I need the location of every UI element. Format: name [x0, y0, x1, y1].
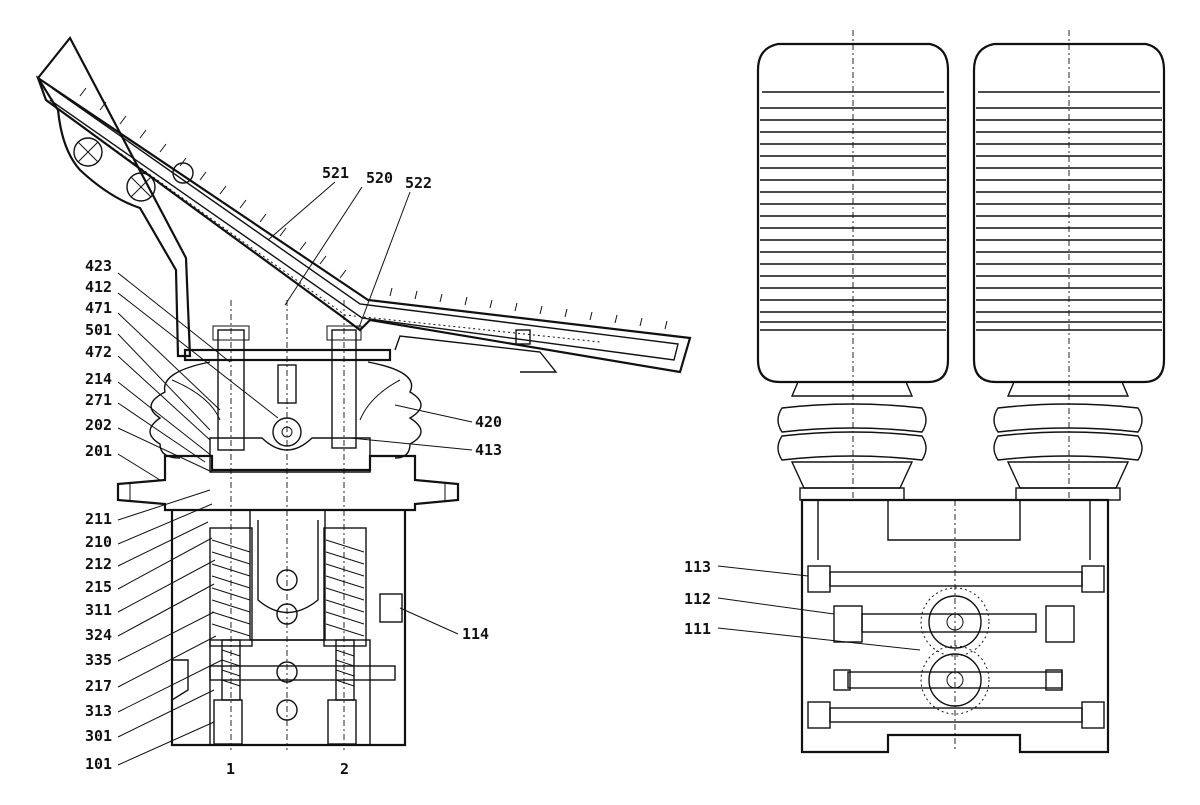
callout-217: 217 [85, 677, 112, 695]
callout-271: 271 [85, 391, 112, 409]
port-label-1: 1 [226, 760, 235, 778]
pedal-plate [35, 75, 692, 374]
body-port-2 [276, 603, 298, 625]
rubber-boot-left [149, 361, 211, 459]
cam-plate [209, 437, 371, 473]
front-view: 113 112 111 [684, 30, 1166, 754]
tie-rod-112 [833, 605, 1075, 643]
callout-labels-right: 113 112 111 [684, 558, 711, 638]
callout-520: 520 [366, 169, 393, 187]
body-block-lower [209, 639, 371, 746]
callout-215: 215 [85, 578, 112, 596]
callout-472: 472 [85, 343, 112, 361]
callout-labels-left: 521 520 522 423 412 471 501 472 214 271 … [85, 164, 502, 778]
bracket-hole-1 [73, 137, 103, 167]
tie-rod-113 [807, 565, 1105, 593]
section-view: 521 520 522 423 412 471 501 472 214 271 … [35, 36, 692, 778]
body-port-4 [276, 699, 298, 721]
gears-111 [833, 587, 1063, 715]
body-port-3 [276, 661, 298, 683]
callout-114: 114 [462, 625, 489, 643]
pedal-teeth [79, 87, 668, 330]
port-label-2: 2 [340, 760, 349, 778]
callout-324: 324 [85, 626, 112, 644]
body-port-1 [276, 569, 298, 591]
tie-rod-lower [807, 701, 1105, 729]
top-plate [183, 348, 392, 362]
callout-335: 335 [85, 651, 112, 669]
callout-522: 522 [405, 174, 432, 192]
callout-412: 412 [85, 278, 112, 296]
callout-201: 201 [85, 442, 112, 460]
leaders-left [117, 181, 473, 766]
callout-471: 471 [85, 299, 112, 317]
callout-301: 301 [85, 727, 112, 745]
callout-101: 101 [85, 755, 112, 773]
pedal-pad-1 [756, 30, 950, 500]
callout-413: 413 [475, 441, 502, 459]
callout-113: 113 [684, 558, 711, 576]
callout-202: 202 [85, 416, 112, 434]
callout-211: 211 [85, 510, 112, 528]
pedal-inner-slot [49, 87, 679, 361]
base-body [800, 498, 1110, 754]
callout-501: 501 [85, 321, 112, 339]
side-fitting-114 [379, 593, 403, 623]
cross-tube [209, 665, 396, 681]
callout-111: 111 [684, 620, 711, 638]
spool-stack-2 [323, 527, 367, 745]
callout-311: 311 [85, 601, 112, 619]
callout-214: 214 [85, 370, 112, 388]
bellows-2 [993, 381, 1143, 501]
mounting-flange [116, 454, 460, 512]
callout-212: 212 [85, 555, 112, 573]
bracket-hole-2 [126, 172, 156, 202]
rubber-boot-right [367, 361, 422, 459]
callout-420: 420 [475, 413, 502, 431]
callout-423: 423 [85, 257, 112, 275]
pedal-heel [394, 335, 558, 373]
leaders-right [717, 565, 921, 651]
callout-313: 313 [85, 702, 112, 720]
pedal-pin [515, 329, 531, 345]
callout-521: 521 [322, 164, 349, 182]
pedal-pad-2 [972, 30, 1166, 500]
bellows-1 [777, 381, 927, 501]
callout-112: 112 [684, 590, 711, 608]
pedal-bracket [36, 36, 192, 358]
callout-210: 210 [85, 533, 112, 551]
